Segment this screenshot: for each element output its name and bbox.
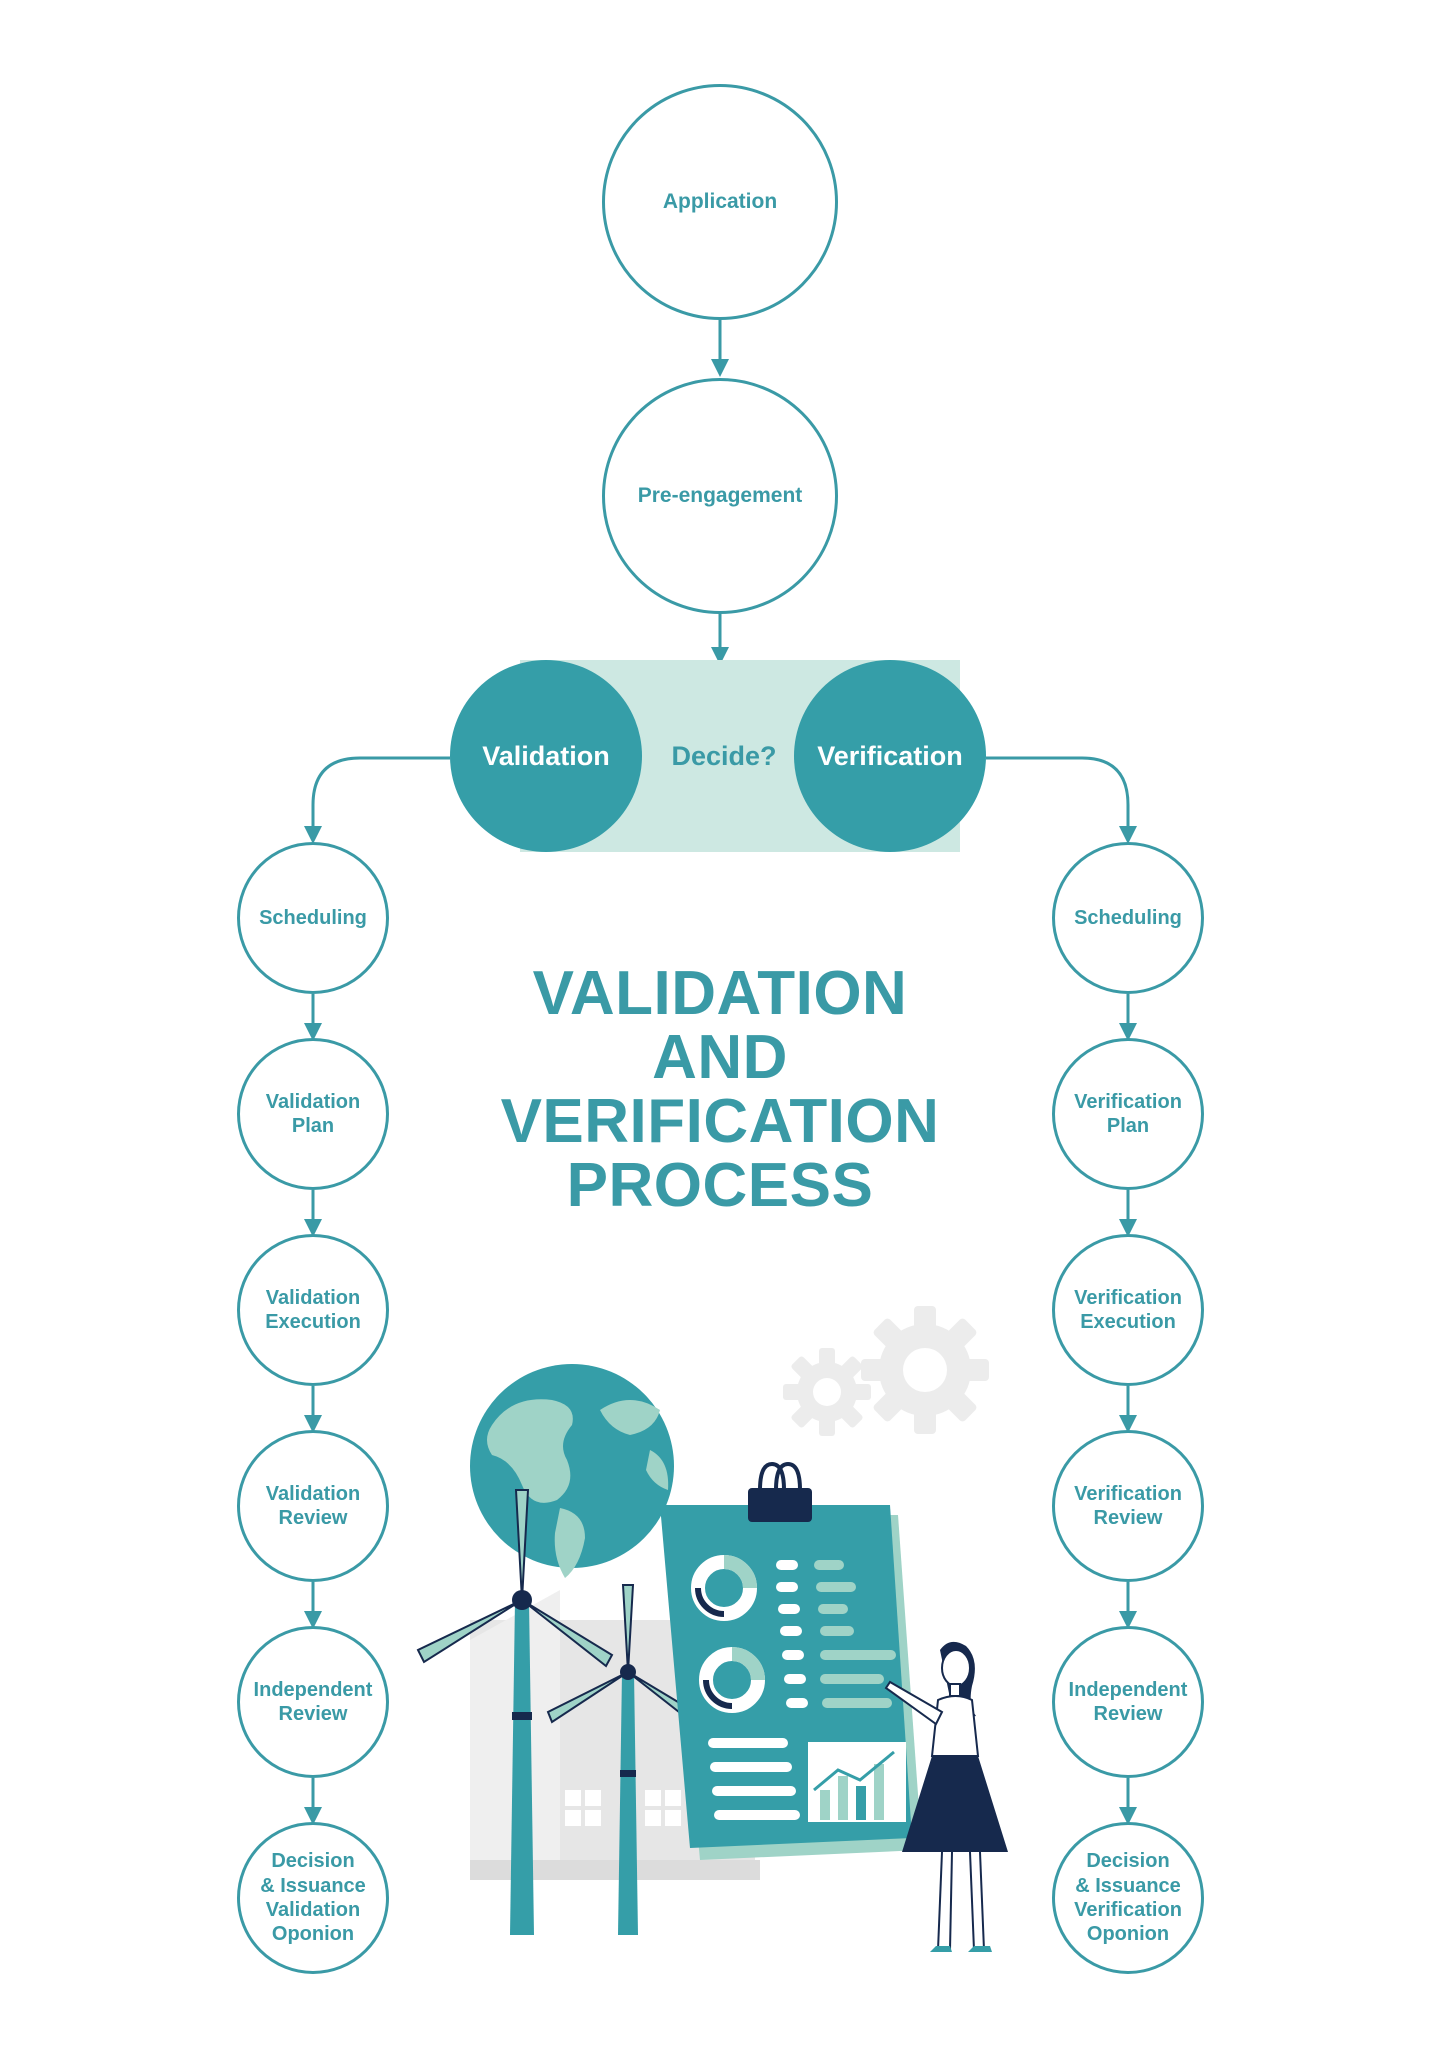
- clipboard-icon: [660, 1461, 922, 1860]
- verification-step-plan: Verification Plan: [1052, 1038, 1204, 1190]
- validation-step-label: Independent Review: [253, 1678, 373, 1725]
- arrow-validation-branch: [304, 756, 450, 844]
- validation-step-label: Validation Execution: [265, 1286, 361, 1333]
- verification-step-label: Verification Plan: [1074, 1090, 1182, 1137]
- verification-step-independent-review: Independent Review: [1052, 1626, 1204, 1778]
- decide-label: Decide?: [671, 741, 777, 771]
- node-pre-engagement-label: Pre-engagement: [637, 484, 803, 508]
- verification-step-scheduling: Scheduling: [1052, 842, 1204, 994]
- validation-step-label: Scheduling: [259, 906, 367, 929]
- verification-step-label: Scheduling: [1074, 906, 1182, 929]
- arrow-verification-branch: [986, 756, 1137, 844]
- verification-step-label: Decision & Issuance Verification Oponion: [1074, 1850, 1182, 1946]
- wind-turbine-icon: [416, 1489, 614, 1935]
- node-pre-engagement: Pre-engagement: [602, 378, 838, 614]
- page-title: VALIDATION AND VERIFICATION PROCESS: [420, 962, 1020, 1218]
- node-application-label: Application: [662, 190, 778, 214]
- node-validation: Validation: [450, 660, 642, 852]
- validation-step-label: Decision & Issuance Validation Oponion: [260, 1850, 366, 1946]
- validation-step-execution: Validation Execution: [237, 1234, 389, 1386]
- validation-step-scheduling: Scheduling: [237, 842, 389, 994]
- node-application: Application: [602, 84, 838, 320]
- woman-presenter-icon: [884, 1641, 1008, 1952]
- validation-step-plan: Validation Plan: [237, 1038, 389, 1190]
- validation-step-label: Validation Review: [265, 1482, 361, 1529]
- verification-step-label: Independent Review: [1068, 1678, 1188, 1725]
- gear-icon: [783, 1306, 989, 1436]
- verification-step-execution: Verification Execution: [1052, 1234, 1204, 1386]
- bar-chart-icon: [808, 1742, 906, 1822]
- validation-step-decision: Decision & Issuance Validation Oponion: [237, 1822, 389, 1974]
- donut-chart-icon: [691, 1555, 757, 1621]
- verification-step-label: Verification Review: [1074, 1482, 1182, 1529]
- node-validation-label: Validation: [482, 740, 610, 771]
- validation-step-independent-review: Independent Review: [237, 1626, 389, 1778]
- page-title-text: VALIDATION AND VERIFICATION PROCESS: [500, 959, 940, 1220]
- validation-step-review: Validation Review: [237, 1430, 389, 1582]
- verification-step-decision: Decision & Issuance Verification Oponion: [1052, 1822, 1204, 1974]
- validation-step-label: Validation Plan: [265, 1090, 361, 1137]
- globe-icon: [470, 1364, 674, 1578]
- node-verification-label: Verification: [817, 740, 963, 771]
- verification-step-review: Verification Review: [1052, 1430, 1204, 1582]
- verification-step-label: Verification Execution: [1074, 1286, 1182, 1333]
- donut-chart-icon: [699, 1647, 765, 1713]
- node-verification: Verification: [794, 660, 986, 852]
